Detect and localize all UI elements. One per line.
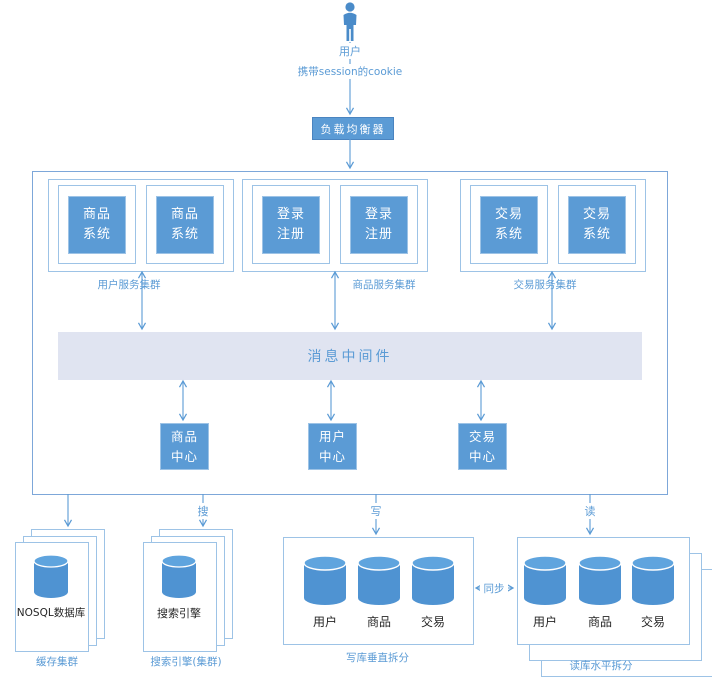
service-node: 商品系统	[68, 196, 126, 254]
service-node-label: 交易系统	[582, 206, 611, 242]
cache-caption: 缓存集群	[36, 656, 78, 668]
write-db-label: 用户	[312, 615, 337, 629]
service-node: 登录注册	[262, 196, 320, 254]
search-db-label: 搜索引擎	[157, 607, 201, 620]
write-db-label: 交易	[420, 615, 445, 629]
service-node-label: 登录注册	[364, 206, 393, 242]
read-db-label: 用户	[532, 615, 557, 629]
search-caption: 搜索引擎(集群)	[150, 656, 222, 668]
service-node-label: 商品系统	[170, 206, 199, 242]
service-node: 交易系统	[568, 196, 626, 254]
sync-label: 同步	[480, 581, 508, 596]
read-flow-label: 读	[580, 503, 600, 519]
cluster-label: 商品服务集群	[352, 279, 416, 291]
database-cylinder-icon	[357, 555, 401, 605]
service-node-label: 登录注册	[276, 206, 305, 242]
load-balancer-box: 负载均衡器	[312, 117, 394, 140]
service-node-label: 商品系统	[82, 206, 111, 242]
write-db-label: 商品	[366, 615, 391, 629]
user-center-box: 用户中心	[308, 423, 357, 470]
search-flow-label: 搜	[193, 503, 213, 519]
service-node: 登录注册	[350, 196, 408, 254]
write-flow-label: 写	[366, 503, 386, 519]
service-node-label: 交易系统	[494, 206, 523, 242]
database-cylinder-icon	[411, 555, 455, 605]
message-middleware-bar: 消息中间件	[58, 332, 642, 380]
cache-db-label: NOSQL数据库	[16, 607, 86, 619]
database-cylinder-icon	[631, 555, 675, 605]
read-db-label: 交易	[640, 615, 665, 629]
read-caption: 读库水平拆分	[569, 660, 633, 672]
service-node: 交易系统	[480, 196, 538, 254]
database-cylinder-icon	[303, 555, 347, 605]
database-cylinder-icon	[161, 554, 197, 598]
cluster-label: 交易服务集群	[513, 279, 577, 291]
database-cylinder-icon	[523, 555, 567, 605]
user-label: 用户	[330, 43, 370, 59]
product-center-box: 商品中心	[160, 423, 209, 470]
user-person-icon	[343, 2, 357, 41]
cluster-label: 用户服务集群	[97, 279, 161, 291]
database-cylinder-icon	[33, 554, 69, 598]
database-cylinder-icon	[578, 555, 622, 605]
center-box-label: 商品中心	[170, 429, 198, 464]
write-caption: 写库垂直拆分	[346, 652, 409, 664]
center-box-label: 用户中心	[318, 429, 346, 464]
session-cookie-label: 携带session的cookie	[292, 64, 408, 79]
trade-center-box: 交易中心	[458, 423, 507, 470]
center-box-label: 交易中心	[468, 429, 496, 464]
service-node: 商品系统	[156, 196, 214, 254]
read-db-label: 商品	[587, 615, 612, 629]
